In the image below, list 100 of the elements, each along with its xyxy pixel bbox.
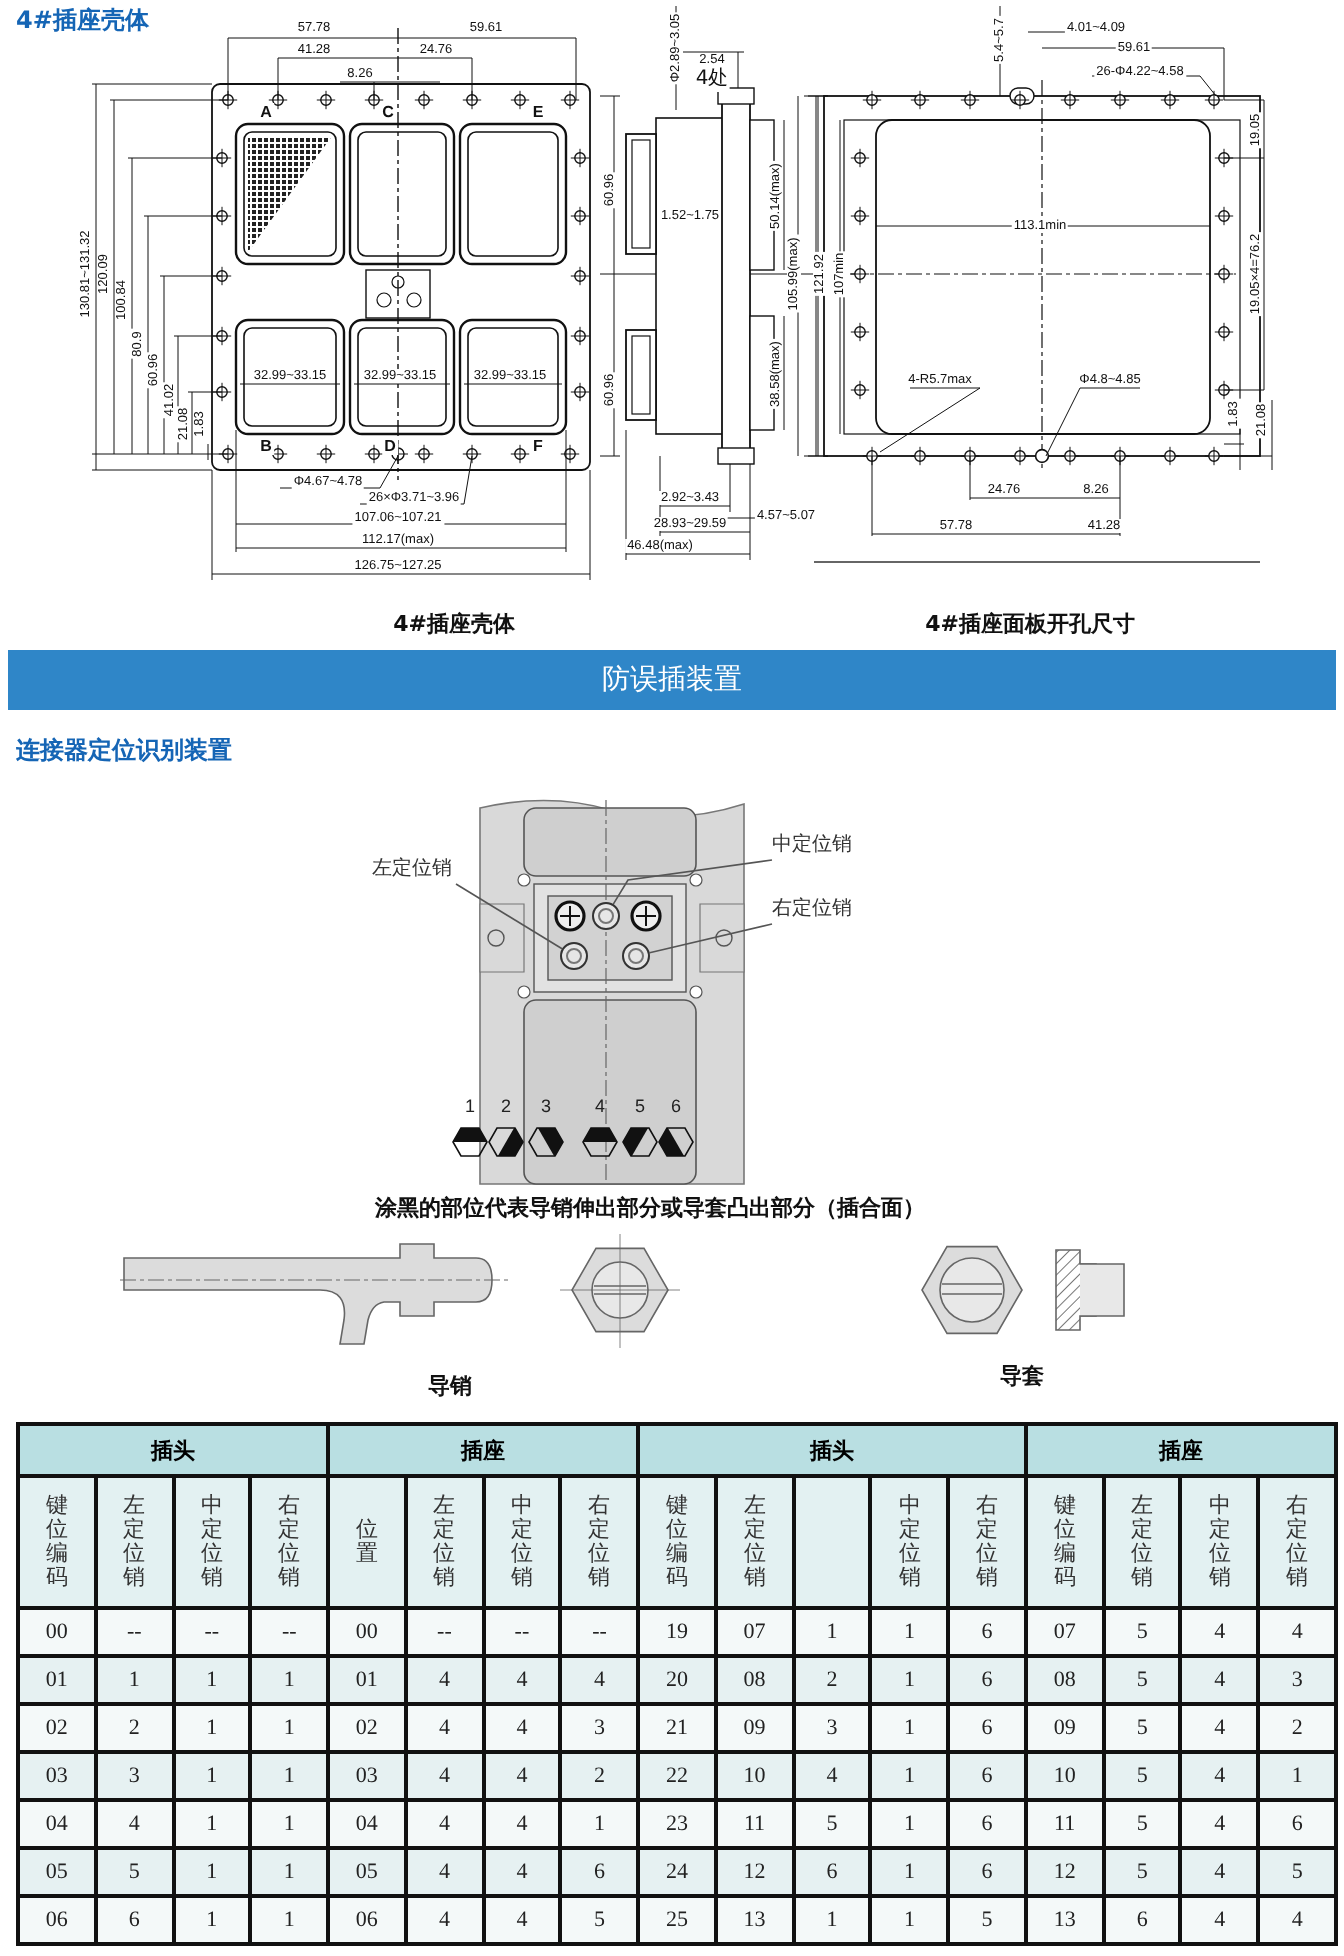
table-cell: 1 bbox=[1260, 1754, 1334, 1798]
table-cell: 5 bbox=[562, 1898, 637, 1942]
table-cell: 6 bbox=[950, 1706, 1024, 1750]
table-cell: 4 bbox=[485, 1706, 559, 1750]
table-cell: 4 bbox=[1260, 1898, 1334, 1942]
table-cell: 6 bbox=[1105, 1898, 1179, 1942]
figure-caption: 导套 bbox=[1000, 1361, 1044, 1391]
table-cell: 5 bbox=[1105, 1802, 1179, 1846]
table-cell: 1 bbox=[562, 1802, 637, 1846]
table-cell: 5 bbox=[1260, 1850, 1334, 1894]
group-header: 插座 bbox=[330, 1426, 637, 1474]
table-cell: 1 bbox=[252, 1802, 327, 1846]
section-title: 4#插座壳体 bbox=[16, 4, 149, 38]
table-cell: 1 bbox=[795, 1898, 869, 1942]
column-header: 左定位销 bbox=[97, 1478, 172, 1606]
table-cell: 5 bbox=[1105, 1706, 1179, 1750]
table-cell: 4 bbox=[1182, 1658, 1257, 1702]
table-cell: 24 bbox=[640, 1850, 714, 1894]
table-cell: 08 bbox=[1027, 1658, 1102, 1702]
table-cell: 09 bbox=[717, 1706, 792, 1750]
position-letter: C bbox=[380, 103, 396, 121]
table-cell: 5 bbox=[1105, 1610, 1179, 1654]
callout-label: 右定位销 bbox=[772, 896, 852, 924]
table-cell: -- bbox=[407, 1610, 482, 1654]
table-cell: 4 bbox=[562, 1658, 637, 1702]
position-letter: A bbox=[258, 103, 274, 121]
callout-label: 中定位销 bbox=[772, 832, 852, 860]
dimension-text: 4处 bbox=[693, 64, 731, 92]
table-cell: 08 bbox=[717, 1658, 792, 1702]
leader-line bbox=[648, 923, 773, 954]
key-number: 6 bbox=[671, 1096, 681, 1116]
table-cell: 4 bbox=[407, 1754, 482, 1798]
table-cell: -- bbox=[562, 1610, 637, 1654]
table-cell: 2 bbox=[97, 1706, 172, 1750]
table-cell: 1 bbox=[872, 1850, 947, 1894]
table-cell: 4 bbox=[1260, 1610, 1334, 1654]
table-cell: 1 bbox=[175, 1850, 249, 1894]
figure-caption: 涂黑的部位代表导销伸出部分或导套凸出部分（插合面） bbox=[375, 1193, 925, 1223]
column-header: 中定位销 bbox=[1182, 1478, 1257, 1606]
table-cell: 4 bbox=[407, 1850, 482, 1894]
column-header: 键位编码 bbox=[20, 1478, 94, 1606]
table-cell: 1 bbox=[872, 1610, 947, 1654]
table-cell: 12 bbox=[1027, 1850, 1102, 1894]
table-cell: 20 bbox=[640, 1658, 714, 1702]
table-cell: 6 bbox=[950, 1754, 1024, 1798]
column-header: 右定位销 bbox=[1260, 1478, 1334, 1606]
section-heading: 连接器定位识别装置 bbox=[16, 734, 232, 768]
table-cell: 4 bbox=[407, 1706, 482, 1750]
key-number: 1 bbox=[465, 1096, 475, 1116]
table-cell: 10 bbox=[717, 1754, 792, 1798]
table-cell: 1 bbox=[252, 1754, 327, 1798]
position-letter: F bbox=[531, 437, 545, 455]
table-cell: 1 bbox=[872, 1754, 947, 1798]
table-cell: 04 bbox=[330, 1802, 404, 1846]
table-cell: 04 bbox=[20, 1802, 94, 1846]
figure-caption: 4#插座壳体 bbox=[393, 609, 515, 639]
position-letter: B bbox=[258, 437, 274, 455]
group-header: 插头 bbox=[640, 1426, 1024, 1474]
table-cell: 00 bbox=[330, 1610, 404, 1654]
column-header: 中定位销 bbox=[485, 1478, 559, 1606]
column-header: 左定位销 bbox=[717, 1478, 792, 1606]
column-header: 中定位销 bbox=[872, 1478, 947, 1606]
table-cell: 1 bbox=[175, 1706, 249, 1750]
table-cell: 06 bbox=[20, 1898, 94, 1942]
table-cell: 5 bbox=[1105, 1754, 1179, 1798]
table-cell: 01 bbox=[330, 1658, 404, 1702]
figure-caption: 4#插座面板开孔尺寸 bbox=[925, 609, 1135, 639]
table-cell: 07 bbox=[717, 1610, 792, 1654]
column-header: 中定位销 bbox=[175, 1478, 249, 1606]
leader-line bbox=[612, 859, 773, 905]
table-cell: 5 bbox=[1105, 1850, 1179, 1894]
table-cell: 2 bbox=[562, 1754, 637, 1798]
position-letter: D bbox=[382, 437, 398, 455]
table-cell: 6 bbox=[950, 1802, 1024, 1846]
key-number: 5 bbox=[635, 1096, 645, 1116]
table-cell: 00 bbox=[20, 1610, 94, 1654]
column-header: 右定位销 bbox=[950, 1478, 1024, 1606]
table-cell: 1 bbox=[795, 1610, 869, 1654]
column-header: 左定位销 bbox=[407, 1478, 482, 1606]
table-cell: 10 bbox=[1027, 1754, 1102, 1798]
key-number: 3 bbox=[541, 1096, 551, 1116]
table-cell: 6 bbox=[950, 1610, 1024, 1654]
table-cell: 1 bbox=[252, 1898, 327, 1942]
table-cell: 1 bbox=[252, 1850, 327, 1894]
table-cell: 2 bbox=[795, 1658, 869, 1702]
section-banner: 防误插装置 bbox=[8, 650, 1336, 710]
table-cell: 6 bbox=[1260, 1802, 1334, 1846]
table-cell: 25 bbox=[640, 1898, 714, 1942]
table-cell: 11 bbox=[1027, 1802, 1102, 1846]
table-cell: 09 bbox=[1027, 1706, 1102, 1750]
table-cell: 12 bbox=[717, 1850, 792, 1894]
table-cell: 3 bbox=[1260, 1658, 1334, 1702]
table-cell: 4 bbox=[1182, 1898, 1257, 1942]
table-cell: 4 bbox=[1182, 1754, 1257, 1798]
key-number: 2 bbox=[501, 1096, 511, 1116]
table-cell: 3 bbox=[97, 1754, 172, 1798]
table-cell: -- bbox=[485, 1610, 559, 1654]
table-cell: -- bbox=[175, 1610, 249, 1654]
table-cell: 4 bbox=[1182, 1610, 1257, 1654]
table-cell: 03 bbox=[330, 1754, 404, 1798]
